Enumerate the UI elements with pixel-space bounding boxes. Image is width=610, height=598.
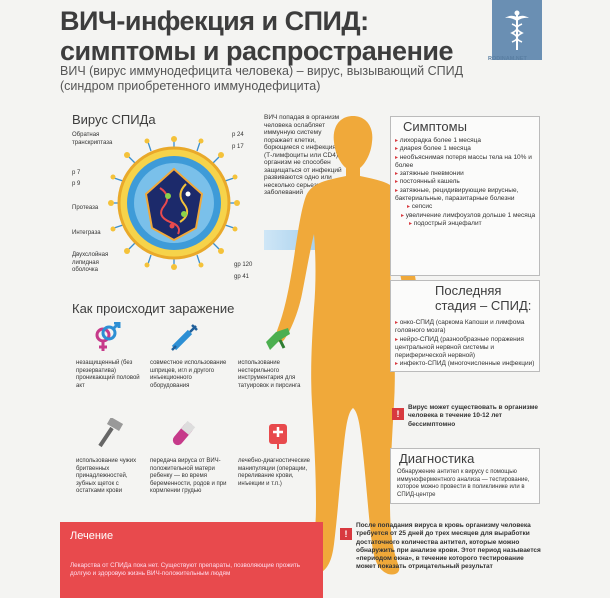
symptom-item: затяжные пневмонии: [395, 170, 537, 178]
warning-icon: !: [392, 404, 404, 422]
symptom-item: лихорадка более 1 месяца: [395, 137, 537, 145]
label-p7: p 7: [72, 170, 81, 176]
logo: [492, 0, 542, 60]
label-protease: Протеаза: [72, 205, 99, 211]
warning-latency: Вирус может существовать в организме чел…: [408, 404, 539, 428]
label-gp120: gp 120: [234, 262, 253, 268]
warning-window-period: После попадания вируса в кровь организму…: [356, 522, 541, 571]
transmission-item: использование нестерильного инструментар…: [238, 360, 301, 389]
treatment-text: Лекарства от СПИДа пока нет. Существуют …: [70, 562, 301, 578]
symptom-item: постоянный кашель: [395, 178, 537, 186]
symptom-item: подострый энцефалит: [395, 220, 537, 228]
label-lipid-envelope: Двухслойная липидная оболочка: [72, 252, 109, 273]
syringe-icon: [168, 322, 200, 359]
diagnostics-box: Диагностика Обнаружение антител к вирусу…: [390, 448, 540, 504]
last-stage-heading: Последняя стадия – СПИД:: [435, 283, 532, 313]
last-stage-item: нейро-СПИД (разнообразные поражения цент…: [395, 336, 537, 361]
transmission-item: совместное использование шприцев, игл и …: [150, 360, 227, 389]
label-gp41: gp 41: [234, 274, 250, 280]
virus-description: ВИЧ попадая в организм человека ослабляе…: [264, 114, 345, 196]
page-subtitle: ВИЧ (вирус иммунодефицита человека) – ви…: [60, 64, 464, 93]
treatment-heading: Лечение: [70, 530, 114, 542]
symptom-item: необъяснимая потеря массы тела на 10% и …: [395, 154, 537, 171]
treatment-box: Лечение Лекарства от СПИДа пока нет. Сущ…: [60, 522, 323, 598]
transmission-item: незащищенный (без презерватива) проникаю…: [76, 360, 140, 389]
transmission-item: лечебно-диагностические манипуляции (опе…: [238, 458, 311, 487]
caduceus-icon: [505, 10, 529, 50]
label-p17: p 17: [232, 144, 244, 150]
transmission-heading: Как происходит заражение: [72, 301, 235, 316]
warning-icon: !: [340, 524, 352, 542]
last-stage-item: онко-СПИД (саркома Капоши и лимфома голо…: [395, 319, 537, 336]
symptoms-box: Симптомы лихорадка более 1 месяца диарея…: [390, 116, 540, 276]
label-p9: p 9: [72, 181, 81, 187]
blood-tube-icon: [168, 418, 200, 455]
label-reverse-transcriptase: Обратная транскриптаза: [72, 132, 113, 146]
virus-heading: Вирус СПИДа: [72, 112, 156, 127]
symptom-item: сепсис: [395, 203, 537, 211]
symptoms-heading: Симптомы: [403, 119, 467, 134]
transmission-item: передача вируса от ВИЧ-положительной мат…: [150, 458, 227, 494]
diagnostics-heading: Диагностика: [399, 451, 475, 466]
symptoms-list: лихорадка более 1 месяца диарея более 1 …: [395, 137, 537, 228]
last-stage-box: Последняя стадия – СПИД: онко-СПИД (сарк…: [390, 280, 540, 372]
gender-symbol-icon: [90, 321, 122, 359]
injection-gun-icon: [262, 322, 294, 359]
page-title: ВИЧ-инфекция и СПИД: симптомы и распрост…: [60, 6, 454, 66]
symptom-item: увеличение лимфоузлов дольше 1 месяца: [395, 212, 537, 220]
symptom-item: диарея более 1 месяца: [395, 145, 537, 153]
label-p24: p 24: [232, 132, 244, 138]
symptom-item: затяжные, рецидивирующие вирусные, бакте…: [395, 187, 537, 204]
label-integrase: Интеграза: [72, 230, 101, 236]
blood-bag-icon: [262, 418, 294, 455]
transmission-item: использование чужих бритвенных принадлеж…: [76, 458, 137, 494]
logo-text: RODINAM.NET: [488, 56, 527, 62]
last-stage-item: инфекто-СПИД (многочисленные инфекции): [395, 360, 537, 368]
razor-icon: [92, 417, 124, 455]
last-stage-list: онко-СПИД (саркома Капоши и лимфома голо…: [395, 319, 537, 369]
hiv-virus-diagram: [108, 136, 240, 270]
diagnostics-text: Обнаружение антител к вирусу с помощью и…: [397, 469, 530, 498]
